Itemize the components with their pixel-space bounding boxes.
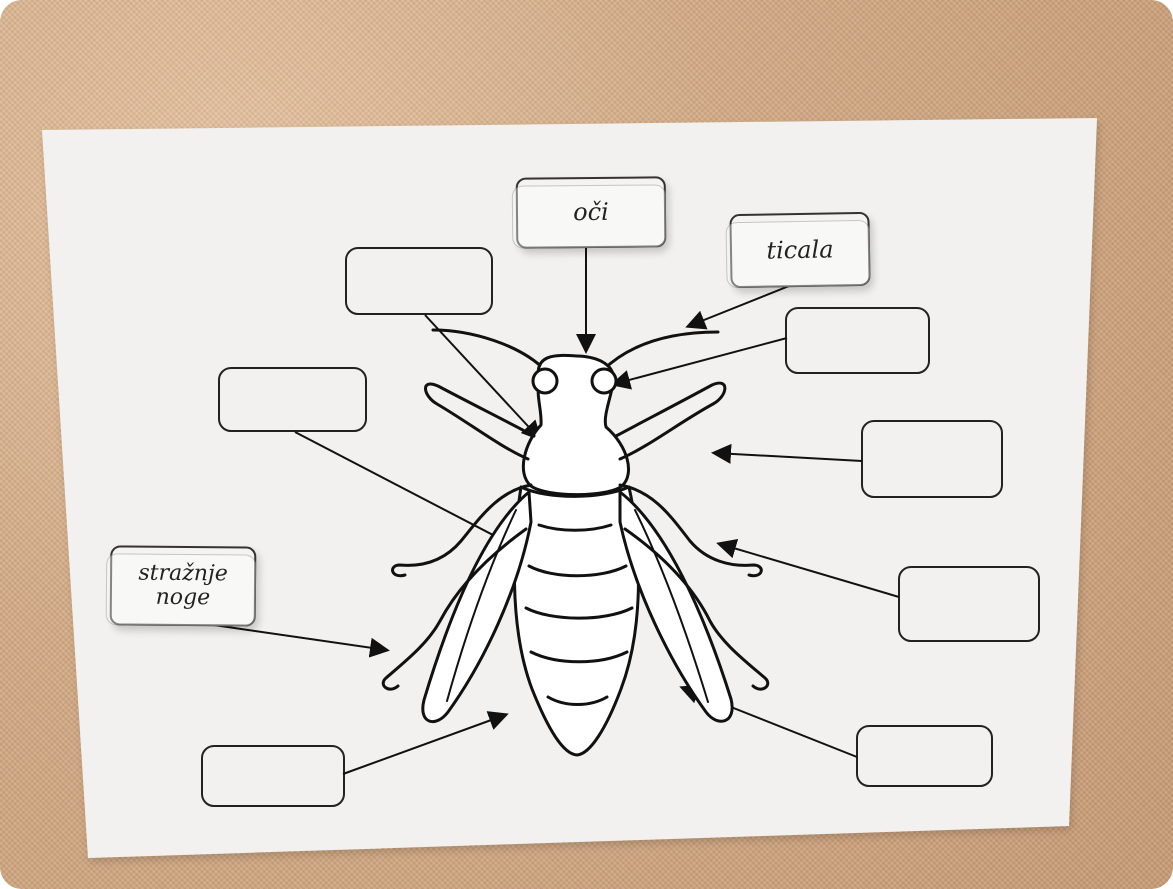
antennae-label: ticala <box>729 212 870 288</box>
eyes-label: oči <box>516 176 667 248</box>
hind-legs-label-line1: stražnje <box>138 561 228 586</box>
hind-legs-label-line2: noge <box>156 586 211 611</box>
right-eye-icon <box>592 369 616 393</box>
antennae-label-text: ticala <box>766 236 834 264</box>
hind-legs-label: stražnje noge <box>110 545 257 626</box>
left-eye-icon <box>533 369 557 393</box>
eyes-label-text: oči <box>573 199 609 226</box>
